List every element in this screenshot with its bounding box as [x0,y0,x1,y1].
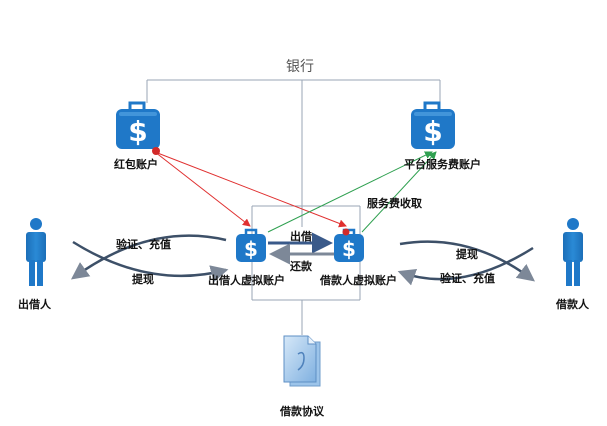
right-withdraw-label: 提现 [456,248,478,261]
right-verify-label: 验证、充值 [440,272,495,285]
red-packet-account-icon: $ [116,101,160,155]
borrower-virtual-account-icon: $ [334,228,364,262]
svg-text:$: $ [128,115,147,148]
lender-virtual-account-icon: $ [236,228,266,262]
red-packet-flows [154,151,347,228]
right-cross-curves [397,240,535,286]
contract-document-icon [283,335,321,387]
platform-fee-account-label: 平台服务费账户 [404,158,481,171]
svg-text:$: $ [244,237,258,261]
left-withdraw-label: 提现 [132,273,154,286]
left-verify-label: 验证、充值 [116,238,171,251]
red-packet-account-label: 红包账户 [114,158,158,171]
contract-label: 借款协议 [280,405,324,418]
fee-flows [267,151,437,233]
lend-label: 出借 [290,230,312,243]
left-cross-curves [70,234,229,283]
lend-repay-arrows [268,232,334,265]
fee-collect-label: 服务费收取 [367,197,422,210]
svg-text:$: $ [342,237,356,261]
bank-label: 银行 [286,59,314,75]
repay-label: 还款 [290,260,312,273]
borrower-label: 借款人 [556,298,589,311]
lender-virtual-account-label: 出借人虚拟账户 [208,274,285,287]
borrower-virtual-account-label: 借款人虚拟账户 [320,274,397,287]
platform-fee-account-icon: $ [411,101,455,149]
borrower-person-icon [563,218,583,286]
lender-label: 出借人 [18,298,51,311]
svg-text:$: $ [423,115,442,148]
lender-person-icon [26,218,46,286]
